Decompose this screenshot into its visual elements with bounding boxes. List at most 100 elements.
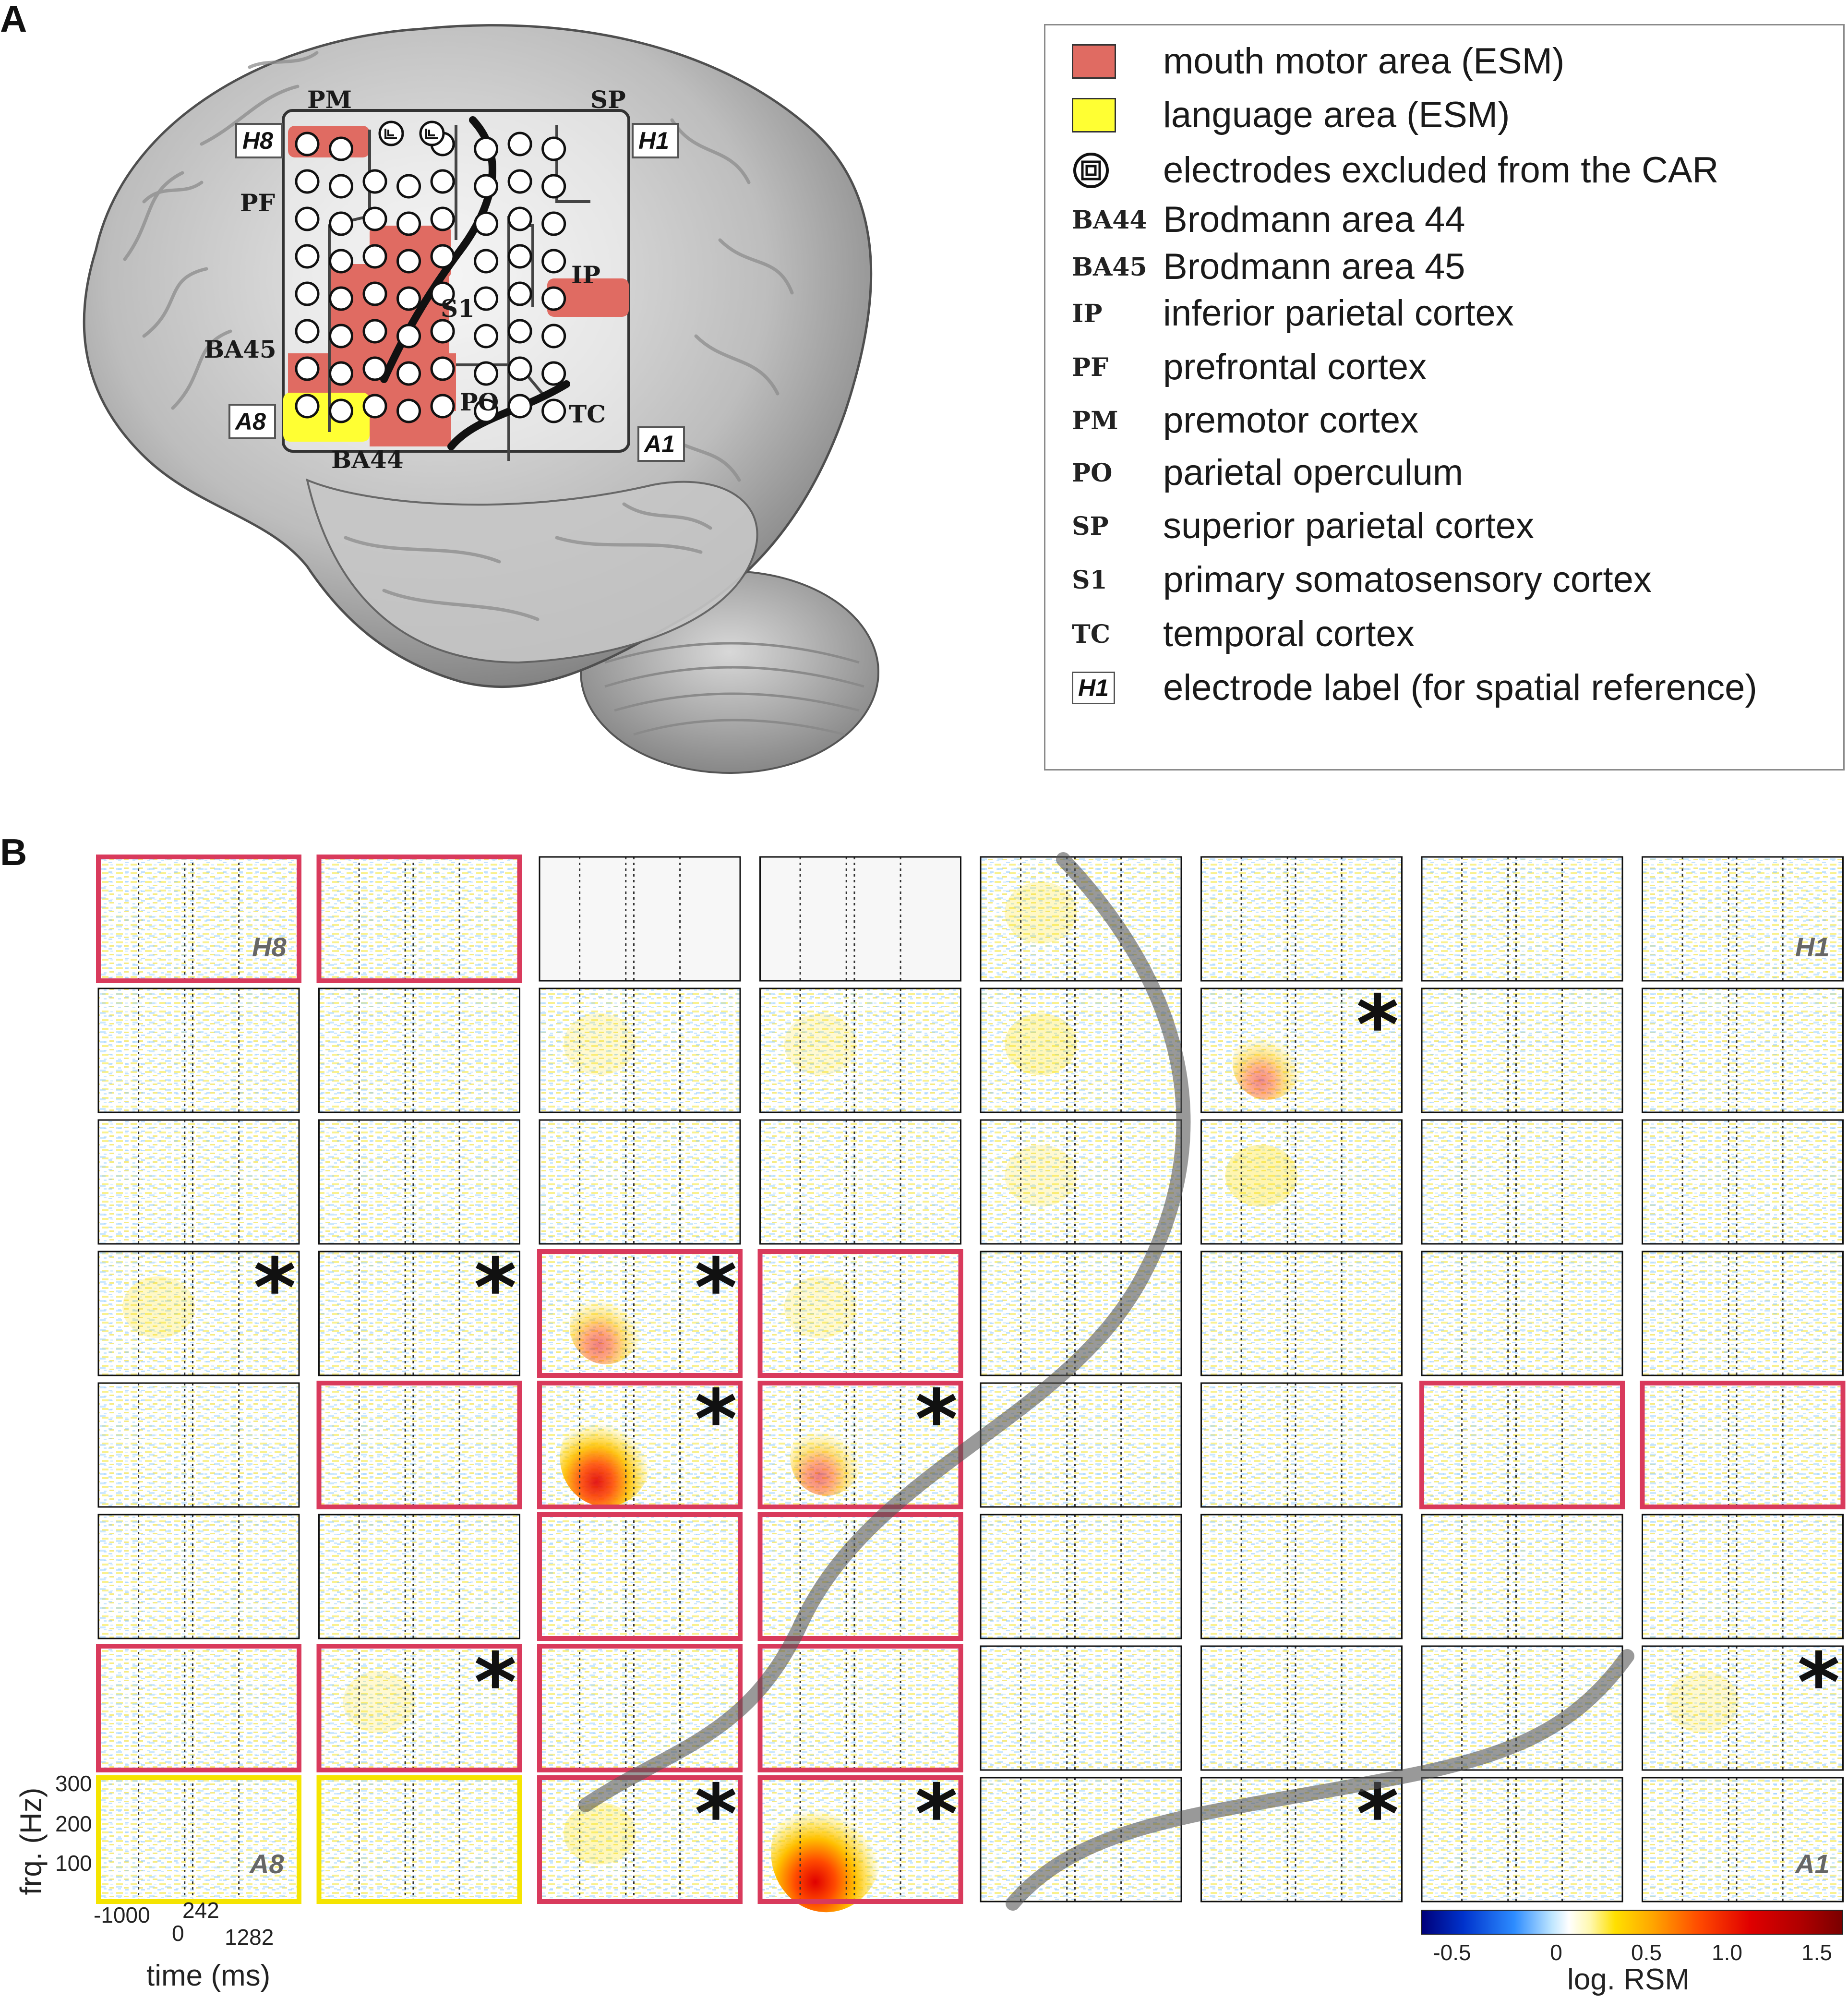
electrode-label-a8: A8 (234, 408, 266, 435)
spectrogram-cell (1642, 987, 1844, 1113)
cell-frame (1421, 1119, 1623, 1245)
red-swatch (1072, 37, 1129, 85)
electrode (430, 244, 455, 269)
significance-asterisk: * (695, 1767, 737, 1862)
mouth-motor-frame (757, 1775, 963, 1904)
electrode (474, 324, 499, 349)
legend-item: PO parietal operculum (1045, 449, 1843, 497)
label-ip: IP (571, 261, 600, 289)
legend-abbreviation: S1 (1072, 565, 1107, 595)
spectrogram-cell (97, 1119, 300, 1245)
grid-label-h8: H8 (252, 932, 287, 962)
spectrogram-cell: * (537, 1767, 743, 1904)
electrode (507, 132, 532, 157)
significance-asterisk: * (474, 1241, 517, 1336)
legend-label: superior parietal cortex (1163, 506, 1535, 546)
colorbar-tick: 0 (1550, 1940, 1562, 1965)
cell-frame (1642, 1251, 1844, 1376)
legend-box: mouth motor area (ESM)language area (ESM… (1044, 24, 1845, 771)
yellow-swatch-box (1072, 98, 1116, 132)
central-sulcus-overlay (578, 852, 1191, 1812)
electrode (474, 398, 499, 423)
activation-hotspot (560, 1408, 652, 1507)
legend-item: language area (ESM) (1045, 91, 1843, 139)
label-ba45: BA45 (204, 335, 276, 363)
spectrogram-cell (97, 1514, 300, 1639)
electrode (541, 361, 566, 386)
electrode (474, 286, 499, 311)
electrode (295, 394, 320, 419)
spectrogram-cell: * (757, 1373, 963, 1509)
electrode (329, 286, 354, 311)
spectrogram-cell: * (97, 1241, 300, 1376)
electrode (362, 356, 387, 381)
electrode (430, 356, 455, 381)
cell-frame (97, 1514, 300, 1639)
spectrogram-cell (1642, 856, 1844, 982)
electrode-label-a1: A1 (643, 431, 675, 458)
label-pf: PF (240, 189, 275, 217)
electrode-label-h1: H1 (638, 127, 669, 154)
spectrogram-cell (1421, 1119, 1623, 1245)
spectrogram-cell: * (757, 1767, 963, 1913)
sylvian-overlay (1006, 1649, 1634, 1911)
cell-frame (1421, 1645, 1623, 1771)
mouth-motor-frame (316, 1644, 522, 1772)
cell-frame (1421, 987, 1623, 1113)
x-tick-242: 242 (182, 1898, 219, 1923)
cell-frame (1200, 1251, 1403, 1376)
spectrogram-cell (759, 1119, 961, 1245)
cell-frame (318, 987, 520, 1113)
legend-label: parietal operculum (1163, 452, 1464, 493)
cell-frame (1200, 1382, 1403, 1508)
electrode (295, 132, 320, 157)
spectrogram-cell (1421, 1777, 1623, 1903)
significance-asterisk: * (915, 1373, 958, 1468)
electrode-array (295, 132, 566, 423)
electrode (295, 244, 320, 269)
activation-hotspot (1232, 1025, 1303, 1100)
cell-frame (1200, 1514, 1403, 1639)
spectrogram-cell (1421, 1251, 1623, 1376)
grid-label-a1: A1 (1795, 1849, 1830, 1879)
label-tc: TC (569, 400, 606, 428)
mouth-motor-frame (537, 1381, 743, 1509)
cell-frame (1642, 856, 1844, 982)
legend-label: Brodmann area 44 (1163, 199, 1465, 240)
cell-frame (539, 856, 741, 982)
spectrogram-cell (539, 987, 741, 1113)
electrode (295, 319, 320, 344)
legend-abbreviation: PO (1072, 458, 1113, 488)
electrode (507, 169, 532, 194)
cell-frame (1421, 1777, 1623, 1903)
language-frame (96, 1775, 301, 1904)
x-tick-minus1000: -1000 (94, 1903, 150, 1927)
electrode (362, 281, 387, 306)
colorbar-tick: -0.5 (1433, 1940, 1471, 1965)
spectrogram-cell (318, 987, 520, 1113)
electrode (474, 174, 499, 199)
spectrogram-cell (316, 855, 522, 983)
spectrogram-cell (1642, 1251, 1844, 1376)
spectrogram-cell (980, 1645, 1182, 1771)
cell-frame (980, 1777, 1182, 1903)
brain-illustration: PM SP PF IP S1 BA45 PO TC BA44 H8 H1 A8 … (83, 24, 879, 774)
electrode (474, 211, 499, 236)
spectrogram-cell (96, 1775, 301, 1904)
activation-hotspot (569, 1287, 642, 1364)
legend-label: primary somatosensory cortex (1163, 559, 1652, 600)
legend-label: electrode label (for spatial reference) (1163, 667, 1757, 708)
electrode (430, 394, 455, 419)
electrode (329, 249, 354, 274)
cell-frame (318, 1251, 520, 1376)
mouth-motor-frame (537, 1249, 743, 1378)
electrode (295, 281, 320, 306)
spectrogram-cell (316, 1775, 522, 1904)
spectrogram-cell (980, 1119, 1182, 1245)
cell-frame (1200, 1645, 1403, 1771)
